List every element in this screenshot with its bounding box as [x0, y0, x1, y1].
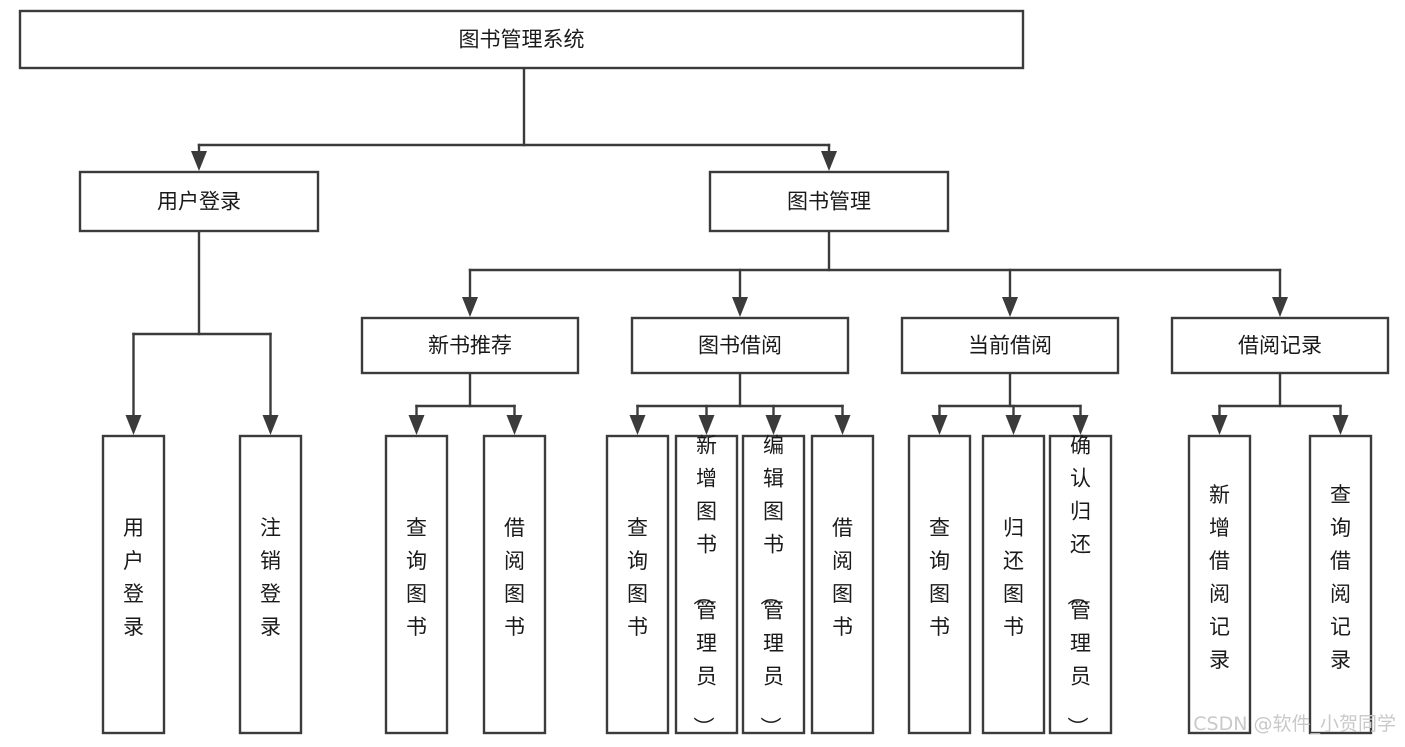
node-leaf-borrow-book-1[interactable]: 借阅图书 [482, 434, 547, 735]
node-label-leaf-add-book: 新增图书（管理员） [691, 434, 717, 738]
arrow-icon-current-borrow [1002, 297, 1018, 317]
node-label-leaf-user-login: 用户登录 [123, 516, 144, 639]
node-new-book-rec[interactable]: 新书推荐 [360, 316, 580, 375]
arrow-icon-leaf-confirm-return [1072, 415, 1089, 435]
node-leaf-query-book-3[interactable]: 查询图书 [907, 434, 972, 735]
node-leaf-query-book-2[interactable]: 查询图书 [605, 434, 670, 735]
node-box-leaf-user-login[interactable] [101, 434, 166, 735]
arrow-icon-book-manage [821, 151, 837, 171]
node-label-leaf-borrow-book-1: 借阅图书 [504, 516, 525, 639]
node-label-leaf-borrow-book-2: 借阅图书 [832, 516, 853, 639]
node-label-borrow-record: 借阅记录 [1238, 334, 1322, 358]
node-label-leaf-return-book: 归还图书 [1003, 516, 1024, 639]
node-leaf-query-book-1[interactable]: 查询图书 [384, 434, 449, 735]
node-layer: 图书管理系统用户登录图书管理新书推荐图书借阅当前借阅借阅记录用户登录注销登录查询… [18, 9, 1390, 738]
node-label-book-borrow: 图书借阅 [698, 334, 782, 358]
node-leaf-confirm-return[interactable]: 确认归还（管理员） [1048, 434, 1113, 738]
arrow-icon-leaf-query-record [1332, 415, 1349, 435]
current-borrow-bus [931, 371, 1089, 435]
node-leaf-edit-book[interactable]: 编辑图书（管理员） [741, 434, 806, 738]
node-label-leaf-query-record: 查询借阅记录 [1330, 483, 1351, 672]
node-book-manage[interactable]: 图书管理 [708, 170, 950, 233]
node-leaf-return-book[interactable]: 归还图书 [981, 434, 1046, 735]
node-box-leaf-borrow-book-2[interactable] [810, 434, 875, 735]
node-box-new-book-rec[interactable] [360, 316, 580, 375]
node-label-current-borrow: 当前借阅 [968, 334, 1052, 358]
arrow-icon-leaf-query-book-2 [629, 415, 646, 435]
csdn-watermark: CSDN @软件_小贺同学 [1193, 713, 1396, 735]
node-box-leaf-query-book-3[interactable] [907, 434, 972, 735]
node-label-leaf-query-book-3: 查询图书 [929, 516, 950, 639]
book-manage-bus [462, 229, 1288, 317]
node-label-book-manage: 图书管理 [787, 190, 871, 214]
node-box-leaf-borrow-book-1[interactable] [482, 434, 547, 735]
arrow-icon-user-login [191, 151, 207, 171]
node-box-current-borrow[interactable] [900, 316, 1120, 375]
book-borrow-bus [629, 371, 851, 435]
node-box-user-login[interactable] [78, 170, 320, 233]
node-box-leaf-return-book[interactable] [981, 434, 1046, 735]
node-current-borrow[interactable]: 当前借阅 [900, 316, 1120, 375]
node-borrow-record[interactable]: 借阅记录 [1170, 316, 1390, 375]
node-box-book-manage[interactable] [708, 170, 950, 233]
arrow-icon-leaf-add-book [698, 415, 715, 435]
connector-layer [125, 66, 1349, 435]
new-book-rec-bus [408, 371, 523, 435]
arrow-icon-leaf-edit-book [765, 415, 782, 435]
node-user-login[interactable]: 用户登录 [78, 170, 320, 233]
node-label-leaf-logout: 注销登录 [260, 516, 281, 639]
node-box-borrow-record[interactable] [1170, 316, 1390, 375]
arrow-icon-leaf-return-book [1005, 415, 1022, 435]
node-box-leaf-edit-book[interactable] [741, 434, 806, 735]
node-leaf-add-record[interactable]: 新增借阅记录 [1187, 434, 1252, 735]
arrow-icon-leaf-query-book-3 [931, 415, 948, 435]
node-label-user-login: 用户登录 [157, 190, 241, 214]
arrow-icon-new-book-rec [462, 297, 478, 317]
node-box-leaf-add-record[interactable] [1187, 434, 1252, 735]
node-box-book-borrow[interactable] [630, 316, 850, 375]
node-leaf-add-book[interactable]: 新增图书（管理员） [674, 434, 739, 738]
node-label-root: 图书管理系统 [459, 28, 585, 52]
root-bus [191, 66, 837, 171]
node-leaf-logout[interactable]: 注销登录 [238, 434, 303, 735]
node-box-root[interactable] [18, 9, 1025, 70]
node-leaf-query-record[interactable]: 查询借阅记录 [1308, 434, 1373, 735]
node-root[interactable]: 图书管理系统 [18, 9, 1025, 70]
node-label-leaf-add-record: 新增借阅记录 [1209, 483, 1230, 672]
arrow-icon-leaf-user-login [125, 415, 142, 435]
arrow-icon-borrow-record [1272, 297, 1288, 317]
user-login-bus [125, 229, 279, 435]
watermark-layer: CSDN @软件_小贺同学 [1193, 713, 1396, 735]
node-leaf-user-login[interactable]: 用户登录 [101, 434, 166, 735]
arrow-icon-leaf-borrow-book-2 [834, 415, 851, 435]
node-label-leaf-confirm-return: 确认归还（管理员） [1065, 434, 1091, 738]
arrow-icon-leaf-query-book-1 [408, 415, 425, 435]
borrow-record-bus [1211, 371, 1349, 435]
node-label-new-book-rec: 新书推荐 [428, 334, 512, 358]
node-box-leaf-query-book-2[interactable] [605, 434, 670, 735]
node-label-leaf-query-book-2: 查询图书 [627, 516, 648, 639]
node-label-leaf-query-book-1: 查询图书 [406, 516, 427, 639]
arrow-icon-leaf-logout [262, 415, 279, 435]
node-box-leaf-logout[interactable] [238, 434, 303, 735]
arrow-icon-book-borrow [732, 297, 748, 317]
arrow-icon-leaf-borrow-book-1 [506, 415, 523, 435]
arrow-icon-leaf-add-record [1211, 415, 1228, 435]
node-box-leaf-add-book[interactable] [674, 434, 739, 735]
node-leaf-borrow-book-2[interactable]: 借阅图书 [810, 434, 875, 735]
node-box-leaf-query-book-1[interactable] [384, 434, 449, 735]
node-box-leaf-confirm-return[interactable] [1048, 434, 1113, 735]
node-box-leaf-query-record[interactable] [1308, 434, 1373, 735]
node-book-borrow[interactable]: 图书借阅 [630, 316, 850, 375]
node-label-leaf-edit-book: 编辑图书（管理员） [758, 434, 784, 738]
